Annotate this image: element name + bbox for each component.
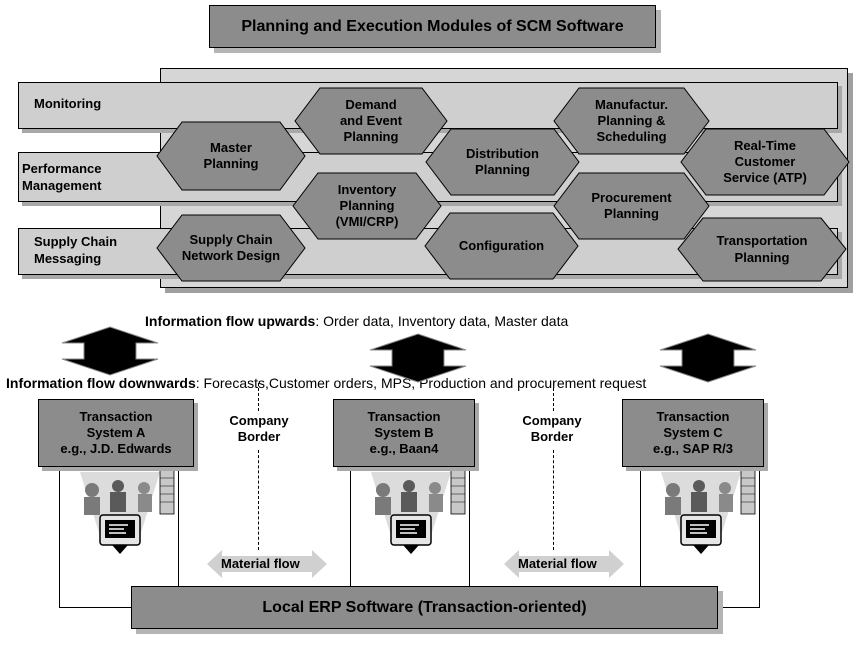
module-transportation-planning: Transportation Planning [677,217,847,282]
module-supply-chain-network-design: Supply Chain Network Design [156,214,306,282]
company-border-line-1-upper [258,383,259,411]
material-flow-label-2: Material flow [518,556,597,571]
info-flow-arrow-b [369,333,467,383]
info-flow-arrow-a [61,326,159,376]
module-procurement-planning: Procurement Planning [553,172,710,240]
company-border-line-1-lower [258,450,259,550]
material-flow-arrow-2 [504,550,624,578]
band-label-performance: Performance Management [22,161,102,193]
info-flow-upwards-text: : Order data, Inventory data, Master dat… [315,313,569,329]
transaction-system-a: Transaction System A e.g., J.D. Edwards [38,399,194,467]
info-flow-downwards: Information flow downwards: Forecasts,Cu… [6,375,646,391]
local-erp-software: Local ERP Software (Transaction-oriented… [131,586,718,629]
office-illustration-b [371,469,466,554]
material-flow-label-1: Material flow [221,556,300,571]
company-border-label-1: Company Border [229,413,289,445]
transaction-system-c: Transaction System C e.g., SAP R/3 [622,399,764,467]
module-realtime-customer-service: Real-Time Customer Service (ATP) [680,128,850,196]
transaction-system-b: Transaction System B e.g., Baan4 [333,399,475,467]
module-master-planning: Master Planning [156,121,306,191]
info-flow-upwards: Information flow upwards: Order data, In… [145,313,568,329]
module-distribution-planning: Distribution Planning [425,128,580,196]
module-demand-event-planning: Demand and Event Planning [294,87,448,155]
company-border-line-2-upper [553,383,554,411]
company-border-line-2-lower [553,450,554,550]
company-border-label-2: Company Border [522,413,582,445]
module-manufacturing-planning: Manufactur. Planning & Scheduling [553,87,710,155]
office-illustration-a [80,469,175,554]
info-flow-upwards-label: Information flow upwards [145,313,316,329]
band-label-monitoring: Monitoring [34,96,102,111]
band-label-messaging: Supply Chain Messaging [34,234,118,266]
info-flow-downwards-text: : Forecasts,Customer orders, MPS, Produc… [195,375,647,391]
info-flow-arrow-c [659,333,757,383]
diagram-title: Planning and Execution Modules of SCM So… [209,5,656,48]
info-flow-downwards-label: Information flow downwards [6,375,196,391]
office-illustration-c [661,469,756,554]
module-inventory-planning: Inventory Planning (VMI/CRP) [292,172,442,240]
module-configuration: Configuration [424,212,579,280]
material-flow-arrow-1 [207,550,327,578]
